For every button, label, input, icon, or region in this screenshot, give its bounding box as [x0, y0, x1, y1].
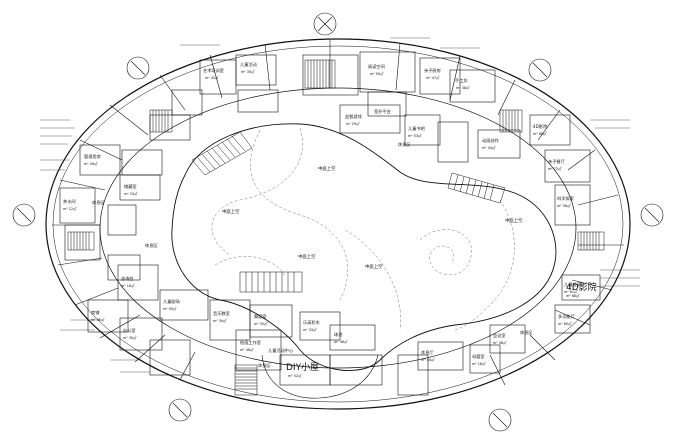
atrium-void-outline [171, 123, 557, 372]
room-area: m² 40㎡ [421, 357, 435, 362]
room-area: m² 50㎡ [370, 71, 384, 76]
marker-circle-icon [528, 58, 552, 82]
room-area: m² 16㎡ [121, 283, 135, 288]
void-label: 中庭上空 [298, 253, 316, 260]
room-label: 绘画工作室 [240, 339, 261, 346]
rest-area-label: 休息区 [92, 199, 105, 206]
void-dashed-path-2 [211, 127, 303, 256]
room-area: m² 61㎡ [564, 289, 578, 294]
room-label: 阅读空间 [368, 63, 385, 70]
room-area: m² 56㎡ [557, 203, 571, 208]
room-area: m² 44㎡ [482, 145, 496, 150]
room-label: 球池 [334, 331, 343, 337]
room-area: m² 90㎡ [163, 306, 177, 311]
room-label: 益智游戏 [345, 113, 362, 120]
void-label: 中庭上空 [318, 165, 336, 172]
room-label: 4D影院 [533, 123, 548, 130]
marker-circle-icon [126, 56, 150, 80]
room-area: m² 68㎡ [533, 131, 547, 136]
room-label: 管理用房 [84, 153, 101, 160]
room-area: m² 18㎡ [472, 361, 486, 366]
room-label: 多功能厅 [558, 313, 575, 320]
room-label: 茶水间 [63, 198, 76, 205]
room-area: m² 39㎡ [213, 318, 227, 323]
room-area: m² 45㎡ [91, 317, 105, 322]
room-area: m² 35㎡ [241, 69, 255, 74]
marker-circle-icon [313, 12, 337, 36]
room-area: m² 55㎡ [254, 321, 268, 326]
void-dashed-path-3 [419, 229, 472, 276]
room-label: 会议室 [493, 332, 506, 339]
void-dashed-path-6 [214, 256, 286, 276]
rest-area-label: 休息区 [145, 242, 158, 249]
room-label: 亲子餐厅 [548, 158, 565, 165]
room-label: 办公室 [123, 327, 136, 334]
void-label: 中庭上空 [365, 263, 383, 270]
room-label: 动画创作 [482, 137, 500, 144]
room-label: 休息厅 [421, 349, 434, 356]
room-area: m² 46㎡ [240, 347, 254, 352]
room-area: m² 30㎡ [123, 335, 137, 340]
room-label: 儿童剧场 [163, 298, 180, 305]
radial-walls [52, 40, 624, 386]
room-area: m² 29㎡ [346, 121, 360, 126]
rest-area-label: 休息区 [520, 329, 533, 336]
marker-circle-icon [12, 203, 36, 227]
stair-right [447, 172, 506, 204]
entrance-curve [261, 354, 379, 399]
diy-room-area: m² 52㎡ [288, 373, 302, 378]
marker-circle-icon [488, 408, 512, 432]
room-label: 科学探索 [557, 195, 574, 202]
rest-area-label: 休息区 [258, 362, 271, 369]
stair-bottom [239, 271, 303, 293]
outer-wall [45, 38, 631, 410]
room-label: 亲子厨房 [424, 67, 441, 74]
room-area: m² 53㎡ [408, 133, 422, 138]
room-area: m² 12㎡ [63, 206, 77, 211]
room-area: m² 72㎡ [548, 166, 562, 171]
room-label: 儿童书吧 [408, 125, 426, 132]
room-area: m² 26㎡ [84, 161, 98, 166]
room-label: 音乐教室 [213, 310, 230, 317]
room-area: m² 42㎡ [205, 75, 219, 80]
plaza-label: 儿童活动中心 [268, 347, 294, 354]
room-label: 咨询台 [121, 275, 134, 282]
room-label: 乐高积木 [303, 319, 321, 326]
void-dashed-path-1 [250, 129, 349, 301]
film-room-label: 4D影院 [566, 281, 597, 293]
room-area: m² 33㎡ [303, 327, 317, 332]
room-label: 商铺 [91, 309, 99, 316]
room-area: m² 36㎡ [493, 340, 507, 345]
void-dashed-path-5 [454, 199, 515, 331]
marker-circle-icon [640, 203, 664, 227]
film-room-area: m² 68㎡ [566, 293, 580, 298]
room-area: m² 80㎡ [558, 321, 572, 326]
room-label: 儿童游乐 [564, 281, 581, 288]
diy-room-label: DIY小屋 [286, 362, 319, 373]
rest-area-label: 休息区 [398, 141, 411, 148]
room-label: 储藏室 [124, 183, 137, 190]
room-label-group: 艺术培训室 m² 42㎡ 儿童活动 m² 35㎡ 阅读空间 m² 50㎡ 亲子厨… [63, 61, 581, 366]
void-label: 中庭上空 [505, 217, 523, 224]
room-label: 母婴室 [472, 353, 485, 360]
stair-top-left [191, 131, 253, 176]
perimeter-markers [12, 12, 664, 432]
marker-circle-icon [168, 398, 192, 422]
room-blocks [59, 51, 601, 396]
room-area: m² 48㎡ [334, 339, 348, 344]
center-room-label: 室外平台 [374, 108, 391, 115]
room-label: 手工坊 [455, 77, 468, 84]
void-label: 中庭上空 [222, 208, 240, 215]
room-label: 舞蹈室 [254, 313, 267, 320]
annotation-ticks [40, 37, 640, 373]
ring-stairs [67, 59, 605, 396]
outer-wall-inner [52, 45, 624, 403]
room-area: m² 20㎡ [124, 191, 138, 196]
void-dashed-path-4 [344, 229, 401, 331]
room-area: m² 47㎡ [426, 75, 440, 80]
room-label: 儿童活动 [240, 61, 257, 68]
room-label: 艺术培训室 [203, 67, 224, 74]
room-area: m² 38㎡ [456, 85, 470, 90]
